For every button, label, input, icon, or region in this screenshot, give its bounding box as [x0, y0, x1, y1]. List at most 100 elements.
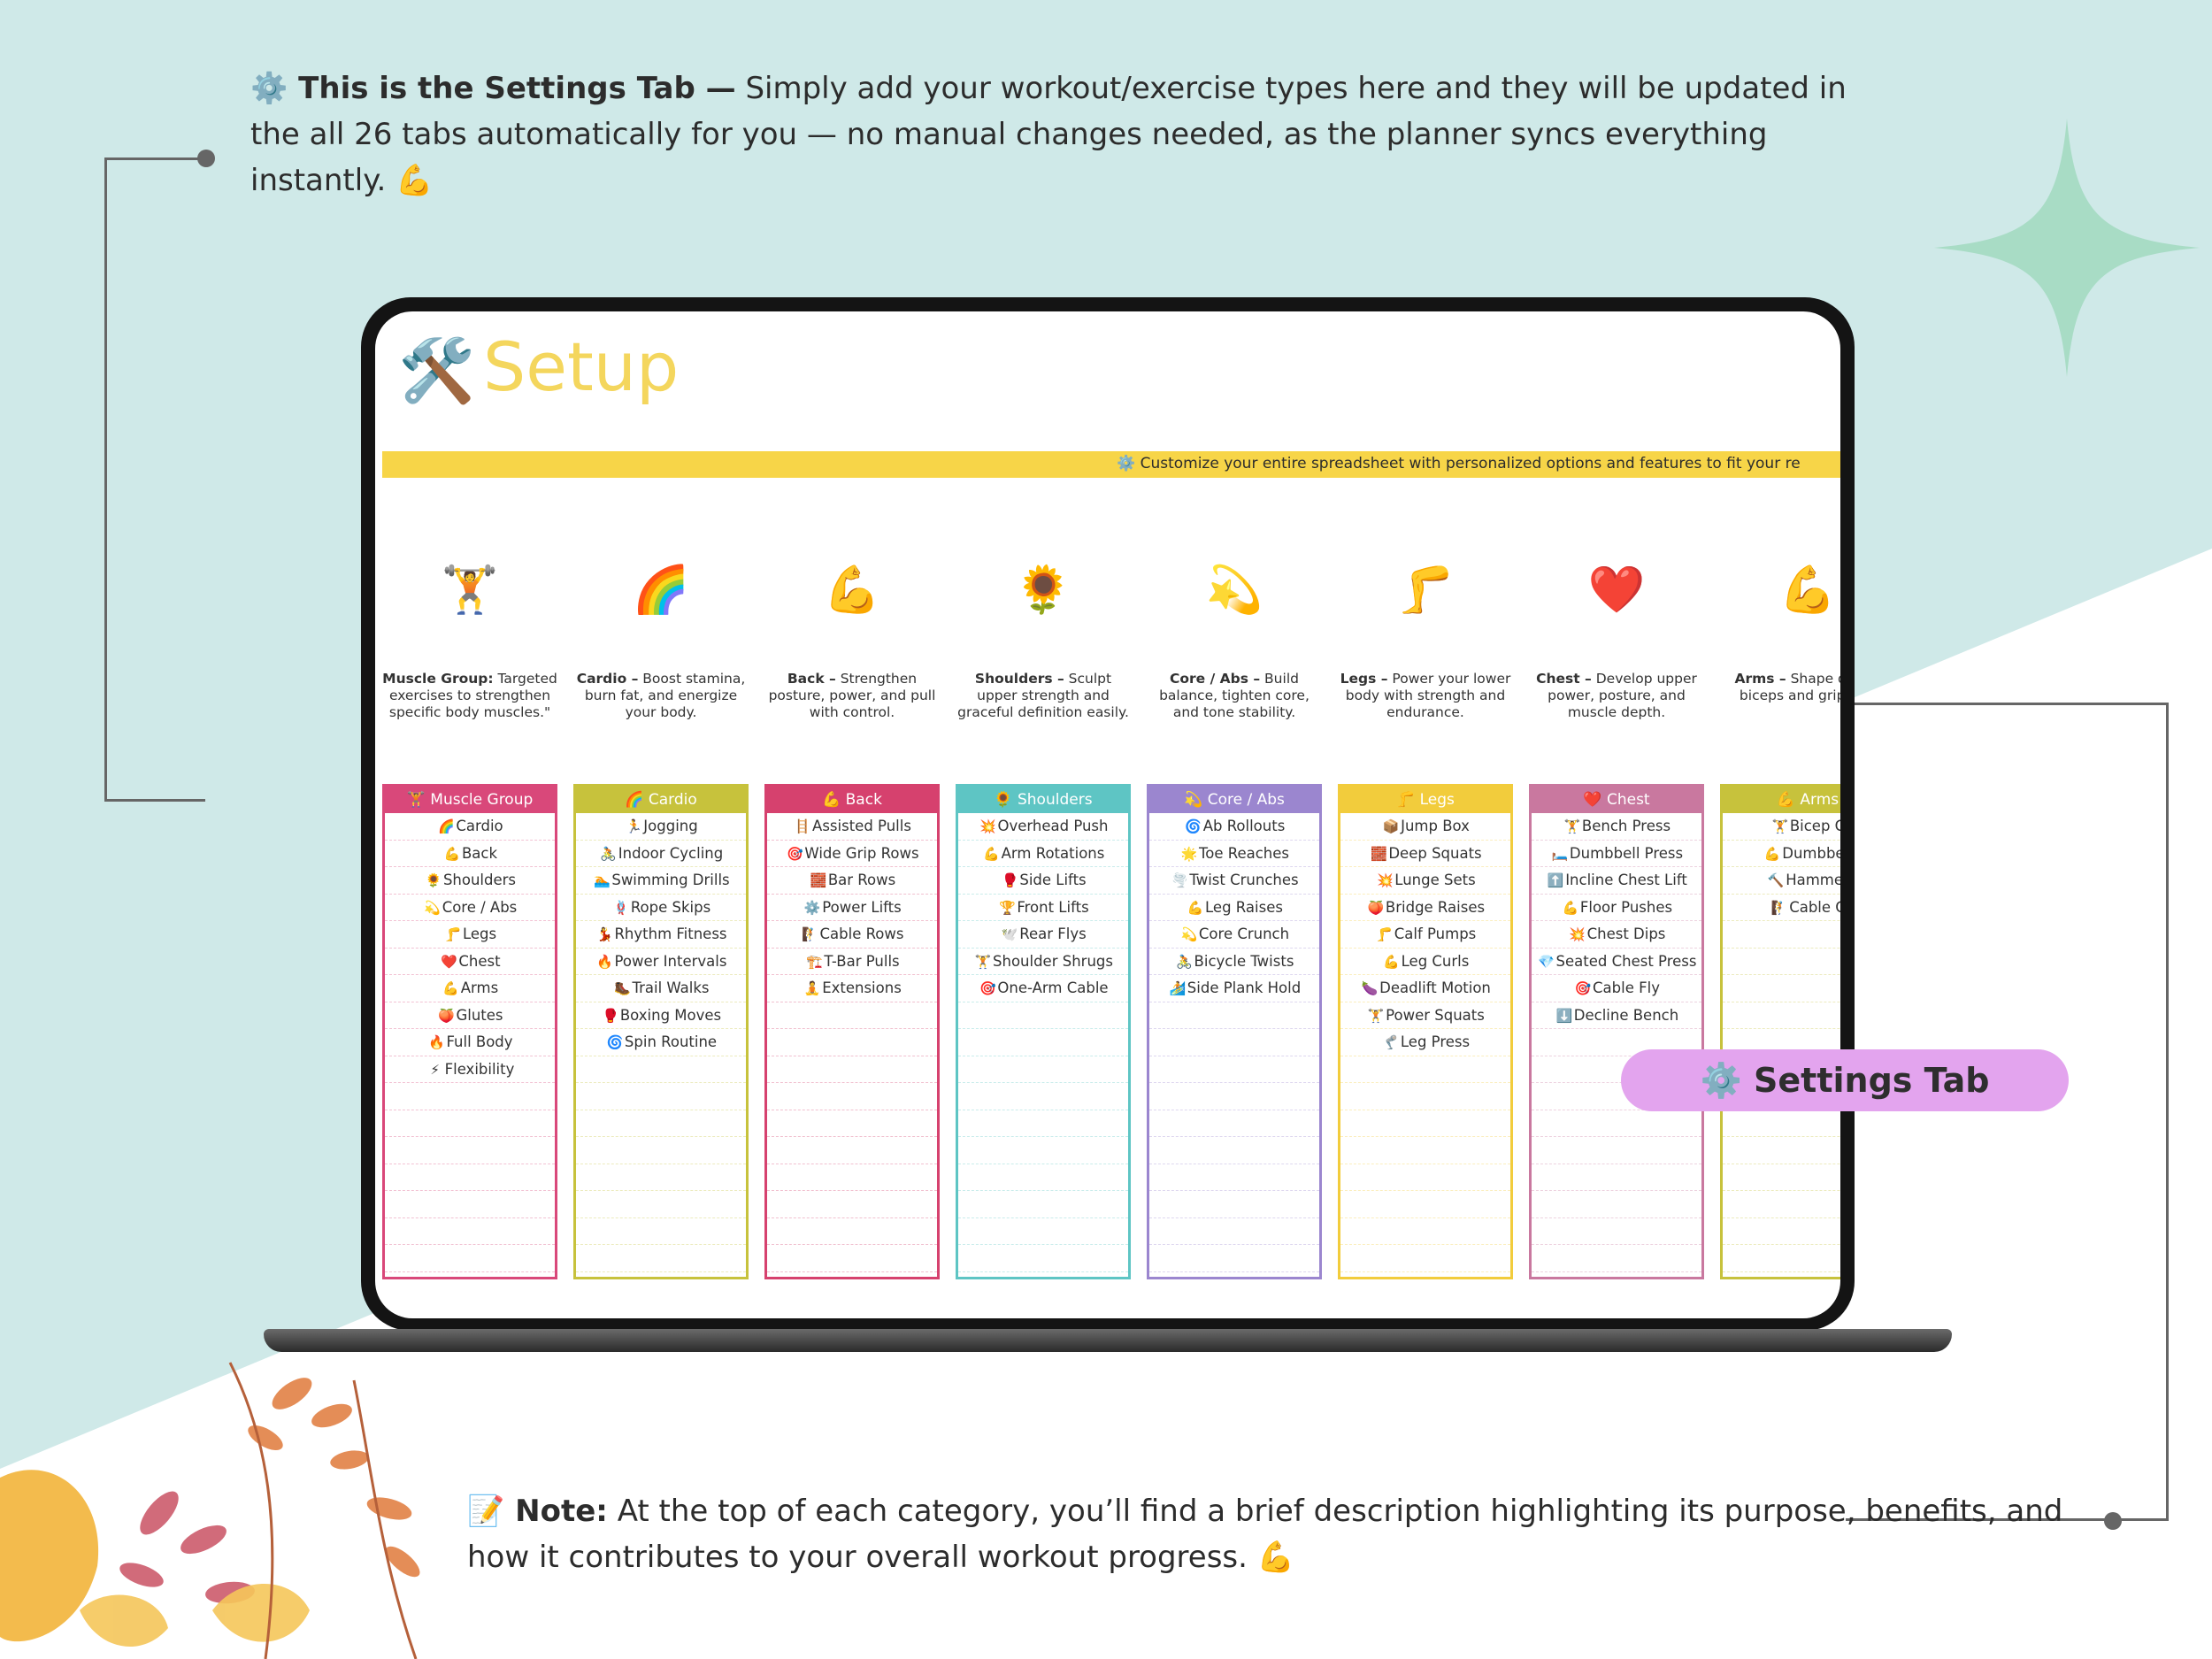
exercise-cell[interactable]: 🥊Side Lifts: [958, 867, 1128, 895]
exercise-cell[interactable]: 🏋️Bench Press: [1532, 813, 1701, 841]
exercise-cell[interactable]: 🦵Calf Pumps: [1340, 921, 1510, 949]
exercise-cell[interactable]: [1723, 1191, 1840, 1218]
exercise-cell[interactable]: [576, 1083, 746, 1110]
exercise-cell[interactable]: [385, 1137, 555, 1164]
exercise-cell[interactable]: [767, 1137, 937, 1164]
exercise-cell[interactable]: 💪Leg Raises: [1149, 895, 1319, 921]
exercise-cell[interactable]: [1532, 1164, 1701, 1191]
exercise-cell[interactable]: 🍑Bridge Raises: [1340, 895, 1510, 921]
exercise-cell[interactable]: [767, 1083, 937, 1110]
exercise-cell[interactable]: [576, 1245, 746, 1272]
exercise-cell[interactable]: [1723, 921, 1840, 949]
exercise-cell[interactable]: 🏋️Shoulder Shrugs: [958, 949, 1128, 975]
exercise-cell[interactable]: [1532, 1029, 1701, 1056]
category-header[interactable]: 💪 Arms: [1723, 787, 1840, 813]
exercise-cell[interactable]: 🌀Spin Routine: [576, 1029, 746, 1056]
exercise-cell[interactable]: [385, 1245, 555, 1272]
exercise-cell[interactable]: 🦿Leg Press: [1340, 1029, 1510, 1056]
exercise-cell[interactable]: 💫Core / Abs: [385, 895, 555, 921]
exercise-cell[interactable]: 🪜Assisted Pulls: [767, 813, 937, 841]
exercise-cell[interactable]: [767, 1002, 937, 1029]
exercise-cell[interactable]: [958, 1056, 1128, 1083]
exercise-cell[interactable]: [385, 1164, 555, 1191]
exercise-cell[interactable]: 💎Seated Chest Press: [1532, 949, 1701, 975]
exercise-cell[interactable]: 💪Dumbbell: [1723, 841, 1840, 867]
exercise-cell[interactable]: [1149, 1029, 1319, 1056]
exercise-cell[interactable]: 🎯Cable Fly: [1532, 975, 1701, 1002]
exercise-cell[interactable]: 💃Rhythm Fitness: [576, 921, 746, 949]
exercise-cell[interactable]: 🌈Cardio: [385, 813, 555, 841]
exercise-cell[interactable]: 🕊️Rear Flys: [958, 921, 1128, 949]
exercise-cell[interactable]: [1340, 1056, 1510, 1083]
exercise-cell[interactable]: 🏆Front Lifts: [958, 895, 1128, 921]
exercise-cell[interactable]: [1723, 1164, 1840, 1191]
exercise-cell[interactable]: 🎯One-Arm Cable: [958, 975, 1128, 1002]
exercise-cell[interactable]: [767, 1218, 937, 1245]
exercise-cell[interactable]: [576, 1191, 746, 1218]
exercise-cell[interactable]: 🌀Ab Rollouts: [1149, 813, 1319, 841]
exercise-cell[interactable]: 🌪️Twist Crunches: [1149, 867, 1319, 895]
exercise-cell[interactable]: [767, 1191, 937, 1218]
exercise-cell[interactable]: 🌟Toe Reaches: [1149, 841, 1319, 867]
exercise-cell[interactable]: [385, 1110, 555, 1137]
exercise-cell[interactable]: [1723, 949, 1840, 975]
exercise-cell[interactable]: 🧗Cable Rows: [767, 921, 937, 949]
exercise-cell[interactable]: [958, 1218, 1128, 1245]
exercise-cell[interactable]: 🏗️T-Bar Pulls: [767, 949, 937, 975]
exercise-cell[interactable]: [1340, 1191, 1510, 1218]
exercise-cell[interactable]: 💥Chest Dips: [1532, 921, 1701, 949]
category-header[interactable]: 💪 Back: [767, 787, 937, 813]
exercise-cell[interactable]: 💪Arms: [385, 975, 555, 1002]
category-header[interactable]: 🌻 Shoulders: [958, 787, 1128, 813]
exercise-cell[interactable]: [385, 1218, 555, 1245]
exercise-cell[interactable]: ❤️Chest: [385, 949, 555, 975]
exercise-cell[interactable]: 🏋️Power Squats: [1340, 1002, 1510, 1029]
exercise-cell[interactable]: 💪Back: [385, 841, 555, 867]
exercise-cell[interactable]: [1723, 1218, 1840, 1245]
exercise-cell[interactable]: [1149, 1002, 1319, 1029]
exercise-cell[interactable]: [1340, 1137, 1510, 1164]
exercise-cell[interactable]: 🪢Rope Skips: [576, 895, 746, 921]
exercise-cell[interactable]: [1149, 1245, 1319, 1272]
exercise-cell[interactable]: [1340, 1110, 1510, 1137]
exercise-cell[interactable]: [1532, 1056, 1701, 1083]
category-header[interactable]: 💫 Core / Abs: [1149, 787, 1319, 813]
exercise-cell[interactable]: [1149, 1218, 1319, 1245]
exercise-cell[interactable]: [576, 1056, 746, 1083]
exercise-cell[interactable]: 🧘Extensions: [767, 975, 937, 1002]
category-header[interactable]: 🏋️ Muscle Group: [385, 787, 555, 813]
exercise-cell[interactable]: [1340, 1083, 1510, 1110]
exercise-cell[interactable]: [958, 1029, 1128, 1056]
exercise-cell[interactable]: [1340, 1218, 1510, 1245]
exercise-cell[interactable]: 🎯Wide Grip Rows: [767, 841, 937, 867]
exercise-cell[interactable]: [1149, 1164, 1319, 1191]
exercise-cell[interactable]: [958, 1083, 1128, 1110]
exercise-cell[interactable]: [1532, 1083, 1701, 1110]
exercise-cell[interactable]: 💫Core Crunch: [1149, 921, 1319, 949]
exercise-cell[interactable]: 🧱Bar Rows: [767, 867, 937, 895]
exercise-cell[interactable]: [1723, 975, 1840, 1002]
exercise-cell[interactable]: [385, 1191, 555, 1218]
exercise-cell[interactable]: [767, 1110, 937, 1137]
exercise-cell[interactable]: [1532, 1137, 1701, 1164]
exercise-cell[interactable]: [385, 1083, 555, 1110]
exercise-cell[interactable]: 🏄Side Plank Hold: [1149, 975, 1319, 1002]
exercise-cell[interactable]: 🧗Cable C: [1723, 895, 1840, 921]
exercise-cell[interactable]: 🚴Indoor Cycling: [576, 841, 746, 867]
exercise-cell[interactable]: [1149, 1056, 1319, 1083]
exercise-cell[interactable]: ⬇️Decline Bench: [1532, 1002, 1701, 1029]
exercise-cell[interactable]: [1532, 1245, 1701, 1272]
exercise-cell[interactable]: 🔥Power Intervals: [576, 949, 746, 975]
exercise-cell[interactable]: [767, 1029, 937, 1056]
exercise-cell[interactable]: [958, 1137, 1128, 1164]
exercise-cell[interactable]: 🏊Swimming Drills: [576, 867, 746, 895]
exercise-cell[interactable]: 🧱Deep Squats: [1340, 841, 1510, 867]
exercise-cell[interactable]: 🛏️Dumbbell Press: [1532, 841, 1701, 867]
exercise-cell[interactable]: [576, 1137, 746, 1164]
exercise-cell[interactable]: [1149, 1191, 1319, 1218]
exercise-cell[interactable]: [576, 1110, 746, 1137]
category-header[interactable]: 🦵 Legs: [1340, 787, 1510, 813]
exercise-cell[interactable]: [767, 1164, 937, 1191]
exercise-cell[interactable]: 🥾Trail Walks: [576, 975, 746, 1002]
exercise-cell[interactable]: [1532, 1110, 1701, 1137]
